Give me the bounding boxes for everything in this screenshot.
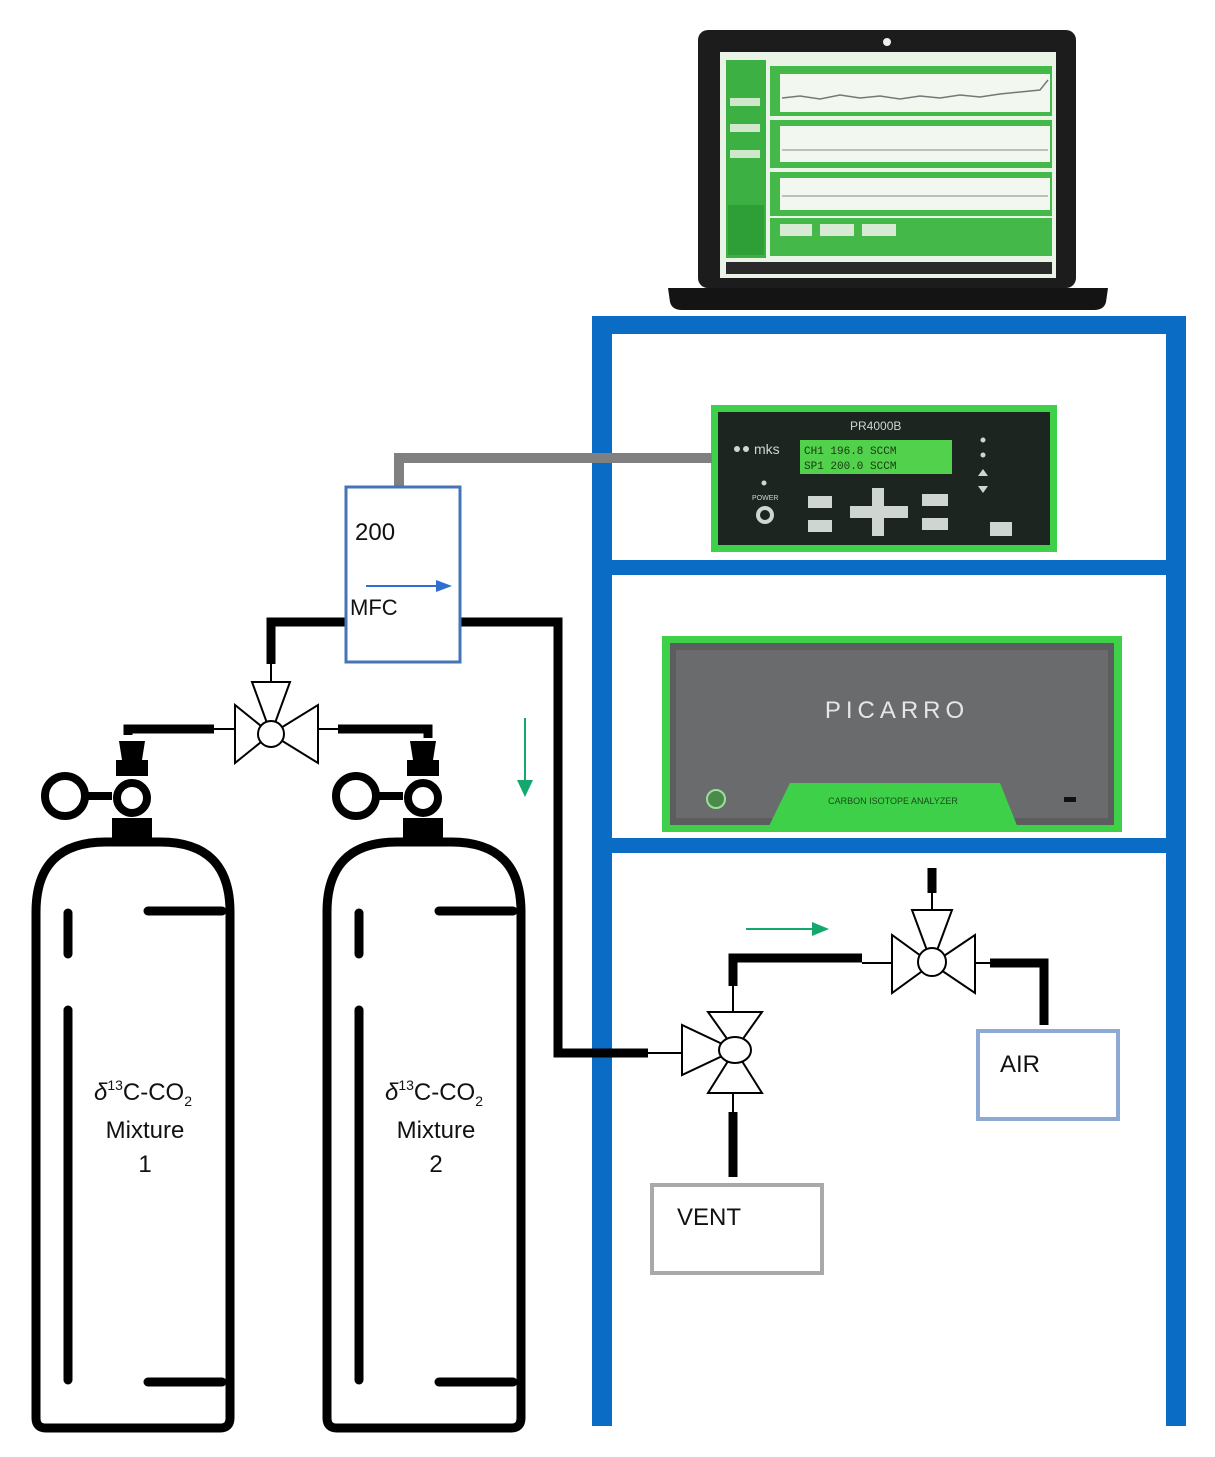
gas-cylinder-1: δ13C-CO2 Mixture 1: [31, 741, 235, 1433]
cylinder-2-mixture-label: Mixture: [397, 1117, 476, 1144]
valve-vent: [681, 1011, 764, 1094]
analyzer-power-icon: [706, 789, 726, 809]
flow-arrow-blue-icon: [436, 580, 452, 592]
equipment-rack: [592, 316, 1186, 1426]
controller-model-label: PR4000B: [850, 419, 901, 433]
mfc-controller: PR4000B mks CH1 196.8 SCCM SP1 200.0 SCC…: [711, 405, 1057, 552]
air-label: AIR: [1000, 1051, 1040, 1078]
flow-arrow-down-icon: [517, 718, 533, 797]
valve-air: [891, 909, 976, 995]
gas-cylinder-2: δ13C-CO2 Mixture 2: [322, 741, 526, 1433]
valve-cylinders: [234, 681, 319, 766]
vent-label: VENT: [677, 1204, 741, 1231]
vent-box: VENT: [650, 1183, 824, 1275]
cylinder-2-formula: δ13C-CO2: [385, 1077, 483, 1109]
picarro-analyzer: PICARRO CARBON ISOTOPE ANALYZER: [662, 636, 1122, 832]
mfc-value-label: 200: [355, 519, 395, 546]
air-box: AIR: [976, 1029, 1120, 1121]
laptop: [668, 30, 1108, 310]
mfc-box: 200 MFC: [344, 485, 462, 664]
cylinder-1-mixture-label: Mixture: [106, 1117, 185, 1144]
controller-display-line1: CH1 196.8 SCCM: [804, 446, 896, 458]
cylinder-2-number: 2: [429, 1151, 442, 1178]
cylinder-1-formula: δ13C-CO2: [94, 1077, 192, 1109]
thin-pipe-stubs: [214, 664, 990, 1112]
controller-display: [800, 440, 952, 474]
analyzer-badge-label: CARBON ISOTOPE ANALYZER: [828, 796, 958, 806]
mfc-label: MFC: [350, 595, 398, 620]
analyzer-badge: [768, 783, 1018, 828]
flow-arrow-right-icon: [746, 922, 829, 936]
controller-display-line2: SP1 200.0 SCCM: [804, 461, 896, 473]
analyzer-brand-label: PICARRO: [825, 697, 969, 724]
controller-power-label: POWER: [752, 495, 778, 502]
signal-cable: [394, 453, 712, 487]
controller-brand-label: mks: [754, 441, 780, 457]
cylinder-1-number: 1: [138, 1151, 151, 1178]
